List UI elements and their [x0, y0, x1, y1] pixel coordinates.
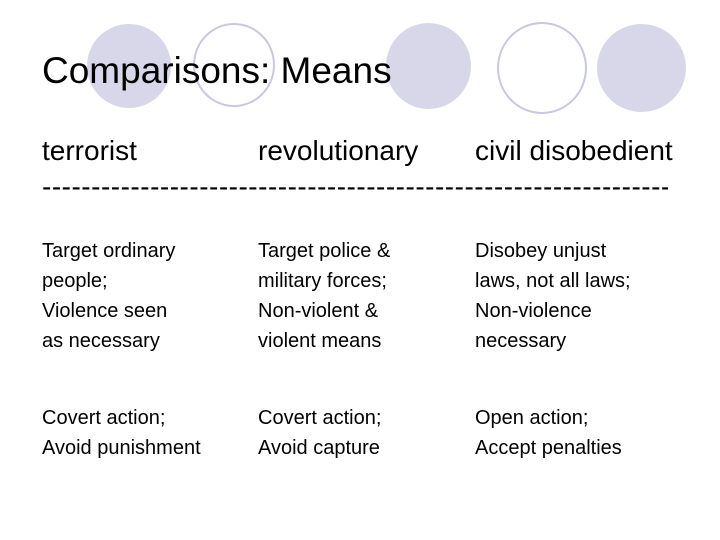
column-header-civil-disobedient: civil disobedient — [475, 135, 673, 166]
separator-dashes: ----------------------------------------… — [42, 171, 668, 202]
text-line: violent means — [258, 330, 382, 352]
cell-revolutionary-action: Covert action; Avoid capture — [258, 403, 381, 463]
text-line: Avoid punishment — [42, 437, 201, 459]
column-header-terrorist: terrorist — [42, 135, 137, 166]
text-line: Open action; — [475, 407, 589, 429]
decor-circle-outlined-icon — [497, 22, 587, 114]
text-line: Covert action; — [42, 407, 166, 429]
decor-circle-filled-icon — [386, 23, 471, 109]
slide-title: Comparisons: Means — [42, 50, 392, 91]
text-line: Non-violent & — [258, 300, 379, 322]
text-line: Target police & — [258, 240, 391, 262]
text-line: people; — [42, 270, 108, 292]
column-header-revolutionary: revolutionary — [258, 135, 419, 166]
cell-revolutionary-means: Target police & military forces; Non-viole… — [258, 236, 390, 356]
text-line: Accept penalties — [475, 437, 622, 459]
decor-circle-filled-icon — [87, 24, 171, 108]
text-line: Covert action; — [258, 407, 382, 429]
text-line: laws, not all laws; — [475, 270, 631, 292]
text-line: Target ordinary — [42, 240, 176, 262]
text-line: Disobey unjust — [475, 240, 607, 262]
decor-circle-filled-icon — [597, 24, 686, 112]
text-line: military forces; — [258, 270, 387, 292]
cell-terrorist-means: Target ordinary people; Violence seen as ne… — [42, 236, 175, 356]
cell-civil-disobedient-means: Disobey unjust laws, not all laws; Non-vio… — [475, 236, 631, 356]
text-line: Violence seen — [42, 300, 168, 322]
decor-circle-outlined-icon — [193, 23, 275, 107]
cell-civil-disobedient-action: Open action; Accept penalties — [475, 403, 622, 463]
text-line: Avoid capture — [258, 437, 380, 459]
text-line: necessary — [475, 330, 567, 352]
text-line: as necessary — [42, 330, 160, 352]
text-line: Non-violence — [475, 300, 592, 322]
cell-terrorist-action: Covert action; Avoid punishment — [42, 403, 201, 463]
